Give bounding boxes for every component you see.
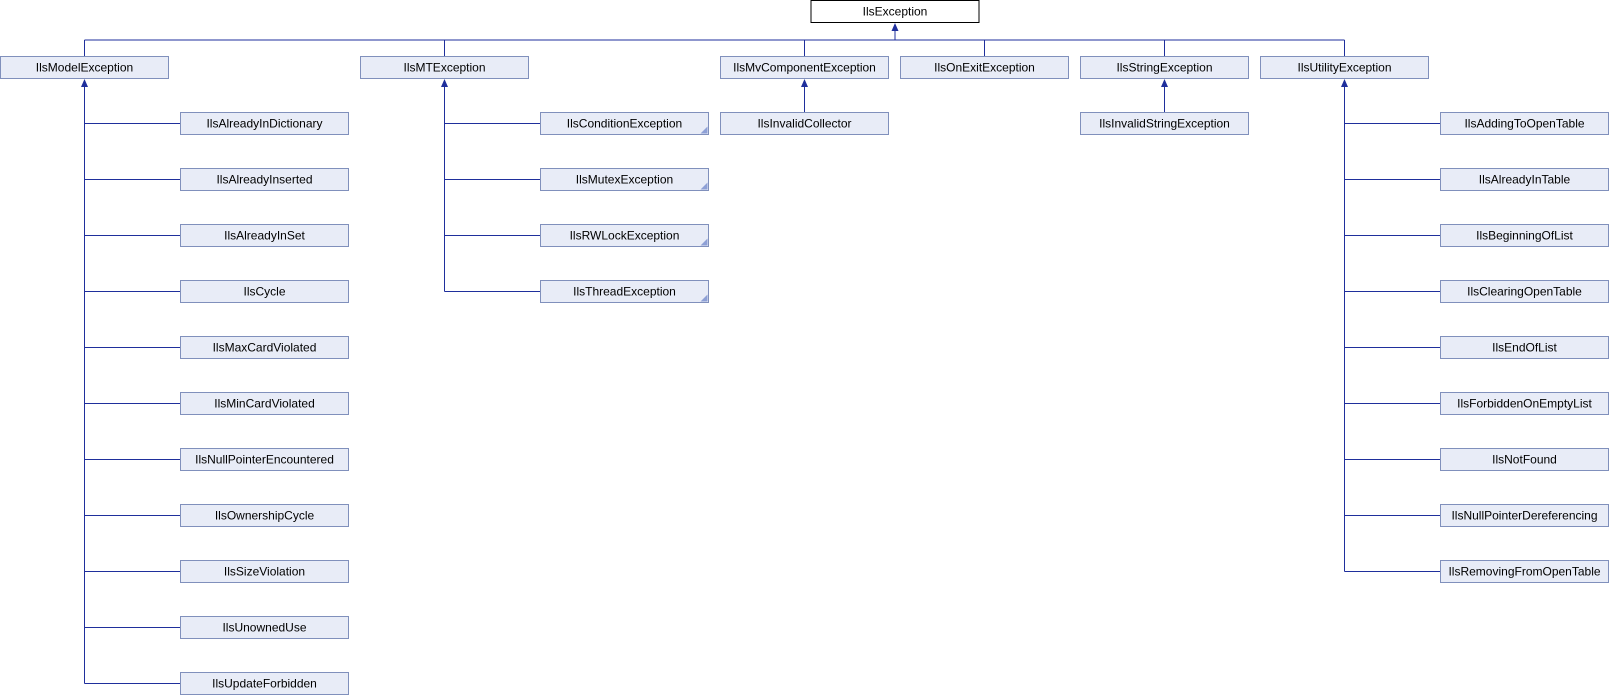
min-card-violated-node[interactable]: IlsMinCardViolated [180,392,349,415]
more-subclasses-icon [700,126,708,134]
null-pointer-encountered-node[interactable]: IlsNullPointerEncountered [180,448,349,471]
update-forbidden-node[interactable]: IlsUpdateForbidden [180,672,349,695]
invalid-string-exception-node[interactable]: IlsInvalidStringException [1080,112,1249,135]
mutex-exception-node[interactable]: IlsMutexException [540,168,709,191]
inheritance-arrow-icon [441,79,448,87]
class-label: IlsStringException [1116,61,1212,75]
class-label: IlsAlreadyInTable [1479,173,1571,187]
more-subclasses-icon [700,294,708,302]
class-label: IlsSizeViolation [224,565,305,579]
string-exception-node[interactable]: IlsStringException [1080,56,1249,79]
class-label: IlsMutexException [576,173,673,187]
class-label: IlsBeginningOfList [1476,229,1573,243]
thread-exception-node[interactable]: IlsThreadException [540,280,709,303]
class-label: IlsMaxCardViolated [213,341,317,355]
class-label: IlsRWLockException [570,229,680,243]
max-card-violated-node[interactable]: IlsMaxCardViolated [180,336,349,359]
class-label: IlsAlreadyInserted [216,173,312,187]
class-label: IlsNotFound [1492,453,1557,467]
null-pointer-dereferencing-node[interactable]: IlsNullPointerDereferencing [1440,504,1609,527]
class-label: IlsThreadException [573,285,676,299]
class-label: IlsInvalidStringException [1099,117,1230,131]
root-class-node[interactable]: IlsException [810,0,980,23]
mt-exception-node[interactable]: IlsMTException [360,56,529,79]
inheritance-arrow-icon [801,79,808,87]
forbidden-on-empty-list-node[interactable]: IlsForbiddenOnEmptyList [1440,392,1609,415]
more-subclasses-icon [700,182,708,190]
class-label: IlsMvComponentException [733,61,876,75]
inheritance-edges [81,23,1441,684]
root-class-label: IlsException [863,5,928,19]
unowned-use-node[interactable]: IlsUnownedUse [180,616,349,639]
class-label: IlsUtilityException [1297,61,1391,75]
class-groups: IlsModelExceptionIlsAlreadyInDictionaryI… [0,56,1609,695]
class-label: IlsOwnershipCycle [215,509,315,523]
ownership-cycle-node[interactable]: IlsOwnershipCycle [180,504,349,527]
class-label: IlsModelException [36,61,133,75]
class-label: IlsAlreadyInSet [224,229,305,243]
class-label: IlsAlreadyInDictionary [206,117,322,131]
class-label: IlsForbiddenOnEmptyList [1457,397,1592,411]
not-found-node[interactable]: IlsNotFound [1440,448,1609,471]
class-label: IlsUpdateForbidden [212,677,317,691]
class-label: IlsMTException [403,61,485,75]
class-label: IlsCycle [243,285,285,299]
condition-exception-node[interactable]: IlsConditionException [540,112,709,135]
class-label: IlsEndOfList [1492,341,1557,355]
inheritance-arrow-icon [1161,79,1168,87]
class-label: IlsUnownedUse [222,621,306,635]
end-of-list-node[interactable]: IlsEndOfList [1440,336,1609,359]
more-subclasses-icon [700,238,708,246]
class-label: IlsMinCardViolated [214,397,315,411]
utility-exception-node[interactable]: IlsUtilityException [1260,56,1429,79]
clearing-open-table-node[interactable]: IlsClearingOpenTable [1440,280,1609,303]
inheritance-arrow-icon [81,79,88,87]
cycle-node[interactable]: IlsCycle [180,280,349,303]
already-in-table-node[interactable]: IlsAlreadyInTable [1440,168,1609,191]
class-label: IlsNullPointerEncountered [195,453,334,467]
beginning-of-list-node[interactable]: IlsBeginningOfList [1440,224,1609,247]
class-label: IlsRemovingFromOpenTable [1448,565,1600,579]
class-label: IlsOnExitException [934,61,1035,75]
size-violation-node[interactable]: IlsSizeViolation [180,560,349,583]
inheritance-arrow-icon [1341,79,1348,87]
on-exit-exception-node[interactable]: IlsOnExitException [900,56,1069,79]
class-label: IlsInvalidCollector [757,117,851,131]
rw-lock-exception-node[interactable]: IlsRWLockException [540,224,709,247]
invalid-collector-node[interactable]: IlsInvalidCollector [720,112,889,135]
adding-to-open-table-node[interactable]: IlsAddingToOpenTable [1440,112,1609,135]
class-label: IlsNullPointerDereferencing [1451,509,1597,523]
model-exception-node[interactable]: IlsModelException [0,56,169,79]
class-label: IlsConditionException [567,117,682,131]
removing-from-open-table-node[interactable]: IlsRemovingFromOpenTable [1440,560,1609,583]
already-in-dictionary-node[interactable]: IlsAlreadyInDictionary [180,112,349,135]
already-inserted-node[interactable]: IlsAlreadyInserted [180,168,349,191]
inheritance-arrow-icon [891,23,899,31]
class-label: IlsAddingToOpenTable [1464,117,1584,131]
already-in-set-node[interactable]: IlsAlreadyInSet [180,224,349,247]
class-label: IlsClearingOpenTable [1467,285,1582,299]
mv-component-exception-node[interactable]: IlsMvComponentException [720,56,889,79]
